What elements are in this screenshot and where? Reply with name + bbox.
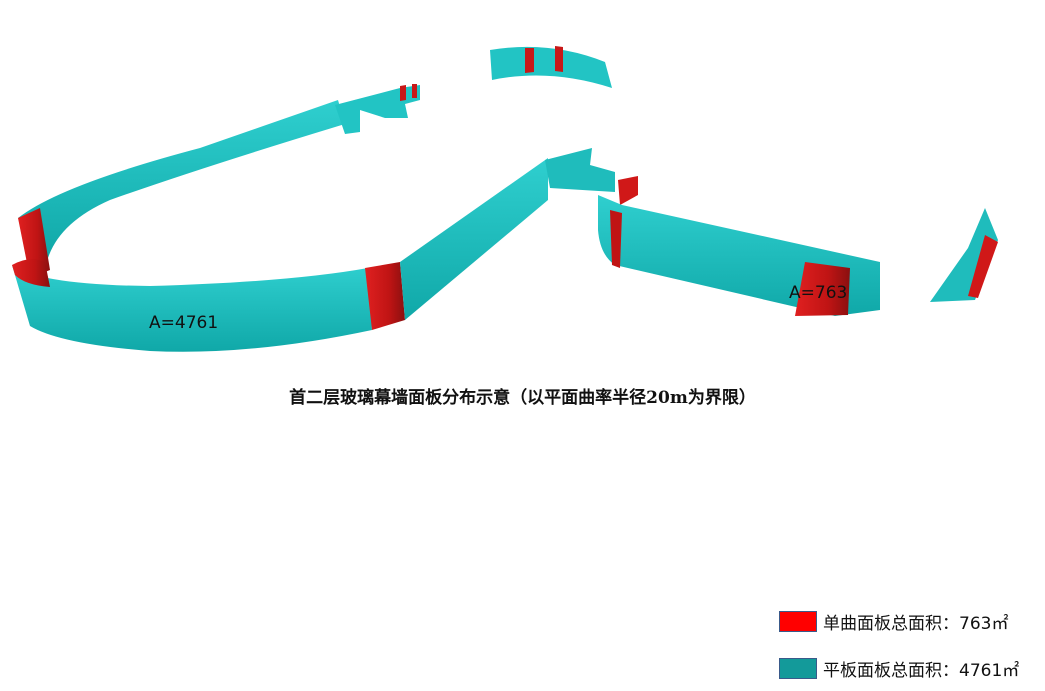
curved-panel-small (618, 176, 638, 205)
legend-flat: 平板面板总面积：4761㎡ (779, 656, 1019, 681)
curved-panels-upper (400, 84, 417, 101)
curved-panel-right (795, 262, 850, 316)
diagonal-ribbon (400, 158, 548, 320)
curved-panel-right-corner (610, 210, 622, 268)
curved-panel-far-right (968, 235, 998, 298)
top-arc (490, 46, 612, 88)
diagram-title: 首二层玻璃幕墙面板分布示意（以平面曲率半径20m为界限） (289, 388, 756, 408)
legend-label-curved: 单曲面板总面积：763㎡ (823, 614, 1009, 634)
legend-swatch-curved (779, 611, 817, 632)
curved-panel-center (365, 262, 405, 330)
upper-small-pieces (335, 85, 420, 134)
left-area-label: A=4761 (149, 313, 219, 333)
legend-curved: 单曲面板总面积：763㎡ (779, 609, 1008, 634)
right-area-label: A=763 (789, 283, 848, 303)
legend-label-flat: 平板面板总面积：4761㎡ (823, 661, 1020, 681)
curved-panel-left-corner (12, 259, 50, 287)
legend-swatch-flat (779, 658, 817, 679)
upper-left-ribbon (18, 100, 345, 258)
curved-panel-upper-left (18, 208, 50, 278)
lower-left-ribbon (12, 265, 372, 352)
curved-panels-top (525, 46, 563, 73)
connector-pieces (545, 148, 615, 192)
